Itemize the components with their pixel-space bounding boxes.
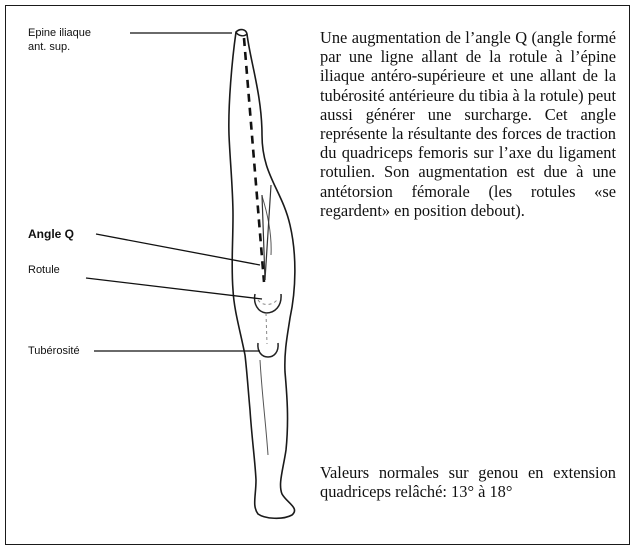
leader-angle-q: [96, 234, 260, 265]
explanation-paragraph: Une augmentation de l’angle Q (angle for…: [320, 28, 616, 220]
patella-shape: [255, 294, 282, 313]
patellar-ligament-line: [266, 313, 267, 344]
label-rotule: Rotule: [28, 263, 60, 277]
tuberosity-shape: [258, 343, 278, 357]
leg-outline: [229, 30, 295, 519]
label-tuberosite: Tubérosité: [28, 344, 80, 358]
shin-contour: [260, 360, 268, 455]
patella-detail: [258, 300, 277, 305]
leader-rotule: [86, 278, 262, 299]
hip-notch: [236, 32, 247, 36]
label-angle-q: Angle Q: [28, 227, 74, 241]
label-spine: Epine iliaque ant. sup.: [28, 26, 91, 54]
normal-values-paragraph: Valeurs normales sur genou en extension …: [320, 463, 616, 501]
